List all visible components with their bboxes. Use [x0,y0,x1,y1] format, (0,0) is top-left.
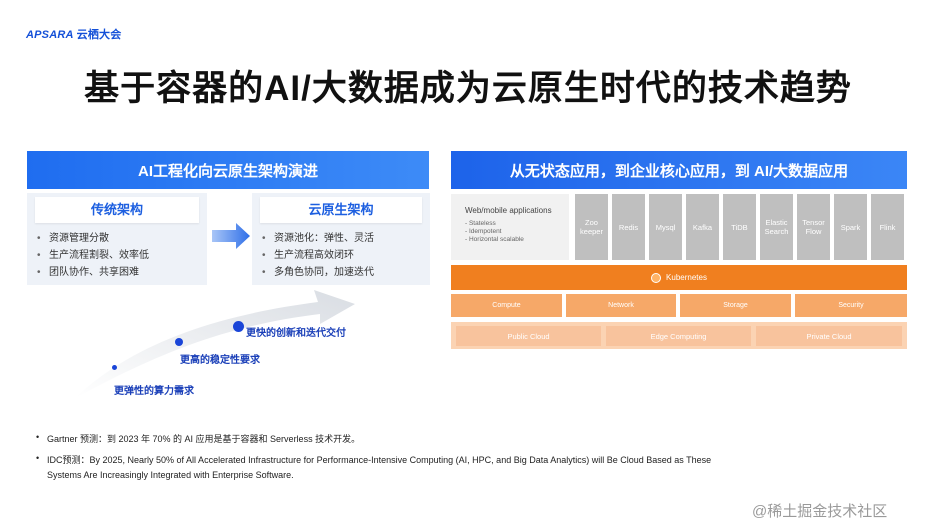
cloud-native-architecture-title: 云原生架构 [260,197,422,223]
list-item: 生产流程割裂、效率低 [27,247,207,264]
web-apps-item: - Horizontal scalable [465,236,524,243]
cloud-private: Private Cloud [756,326,902,346]
cloud-edge: Edge Computing [606,326,751,346]
stage-dot-2 [175,338,183,346]
logo-brand-cn: 云栖大会 [76,29,122,41]
service-redis: Redis [612,194,645,260]
traditional-architecture-list: 资源管理分散 生产流程割裂、效率低 团队协作、共享困难 [27,230,207,281]
evolution-curve-arrow [75,290,355,398]
traditional-architecture-title: 传统架构 [35,197,199,223]
note-idc-continued: Systems Are Increasingly Integrated with… [47,470,294,480]
web-apps-title: Web/mobile applications [465,206,552,215]
service-zookeeper: Zoo keeper [575,194,608,260]
list-item: 团队协作、共享困难 [27,264,207,281]
list-item: 生产流程高效闭环 [252,247,430,264]
list-item: 资源池化：弹性、灵活 [252,230,430,247]
cloud-native-architecture-list: 资源池化：弹性、灵活 生产流程高效闭环 多角色协同，加速迭代 [252,230,430,281]
logo-brand-en: APSARA [26,29,74,41]
infra-security: Security [795,294,907,317]
service-tidb: TiDB [723,194,756,260]
web-apps-item: - Stateless [465,220,496,227]
service-elastic-search: Elastic Search [760,194,793,260]
note-idc-line1: IDC预测：By 2025, Nearly 50% of All Acceler… [47,455,712,465]
infra-network: Network [566,294,676,317]
service-spark: Spark [834,194,867,260]
stage-label-2: 更高的稳定性要求 [180,355,260,366]
service-mysql: Mysql [649,194,682,260]
watermark: @稀土掘金技术社区 [752,503,888,520]
infra-compute: Compute [451,294,562,317]
right-panel-header: 从无状态应用，到企业核心应用，到 AI/大数据应用 [451,151,907,189]
service-tensorflow: Tensor Flow [797,194,830,260]
list-item: 多角色协同，加速迭代 [252,264,430,281]
stage-label-1: 更弹性的算力需求 [114,386,194,397]
kubernetes-layer: Kubernetes [451,265,907,290]
note-gartner: •Gartner 预测：到 2023 年 70% 的 AI 应用是基于容器和 S… [36,432,361,444]
note-idc: •IDC预测：By 2025, Nearly 50% of All Accele… [36,453,712,465]
slide-title: 基于容器的AI/大数据成为云原生时代的技术趋势 [84,69,852,108]
list-item: 资源管理分散 [27,230,207,247]
kubernetes-icon [651,272,662,283]
stage-dot-3 [233,321,244,332]
kubernetes-label: Kubernetes [666,273,707,282]
service-kafka: Kafka [686,194,719,260]
service-flink: Flink [871,194,904,260]
note-gartner-text: Gartner 预测：到 2023 年 70% 的 AI 应用是基于容器和 Se… [47,434,361,444]
left-panel-header: AI工程化向云原生架构演进 [27,151,429,189]
cloud-native-architecture-box: 云原生架构 资源池化：弹性、灵活 生产流程高效闭环 多角色协同，加速迭代 [252,193,430,285]
stage-dot-1 [112,365,117,370]
cloud-public: Public Cloud [456,326,601,346]
web-apps-item: - Idempotent [465,228,502,235]
infra-storage: Storage [680,294,791,317]
traditional-architecture-box: 传统架构 资源管理分散 生产流程割裂、效率低 团队协作、共享困难 [27,193,207,285]
stage-label-3: 更快的创新和迭代交付 [246,328,346,339]
web-mobile-apps-box: Web/mobile applications - Stateless - Id… [451,194,569,260]
right-arrow-icon [212,223,250,249]
